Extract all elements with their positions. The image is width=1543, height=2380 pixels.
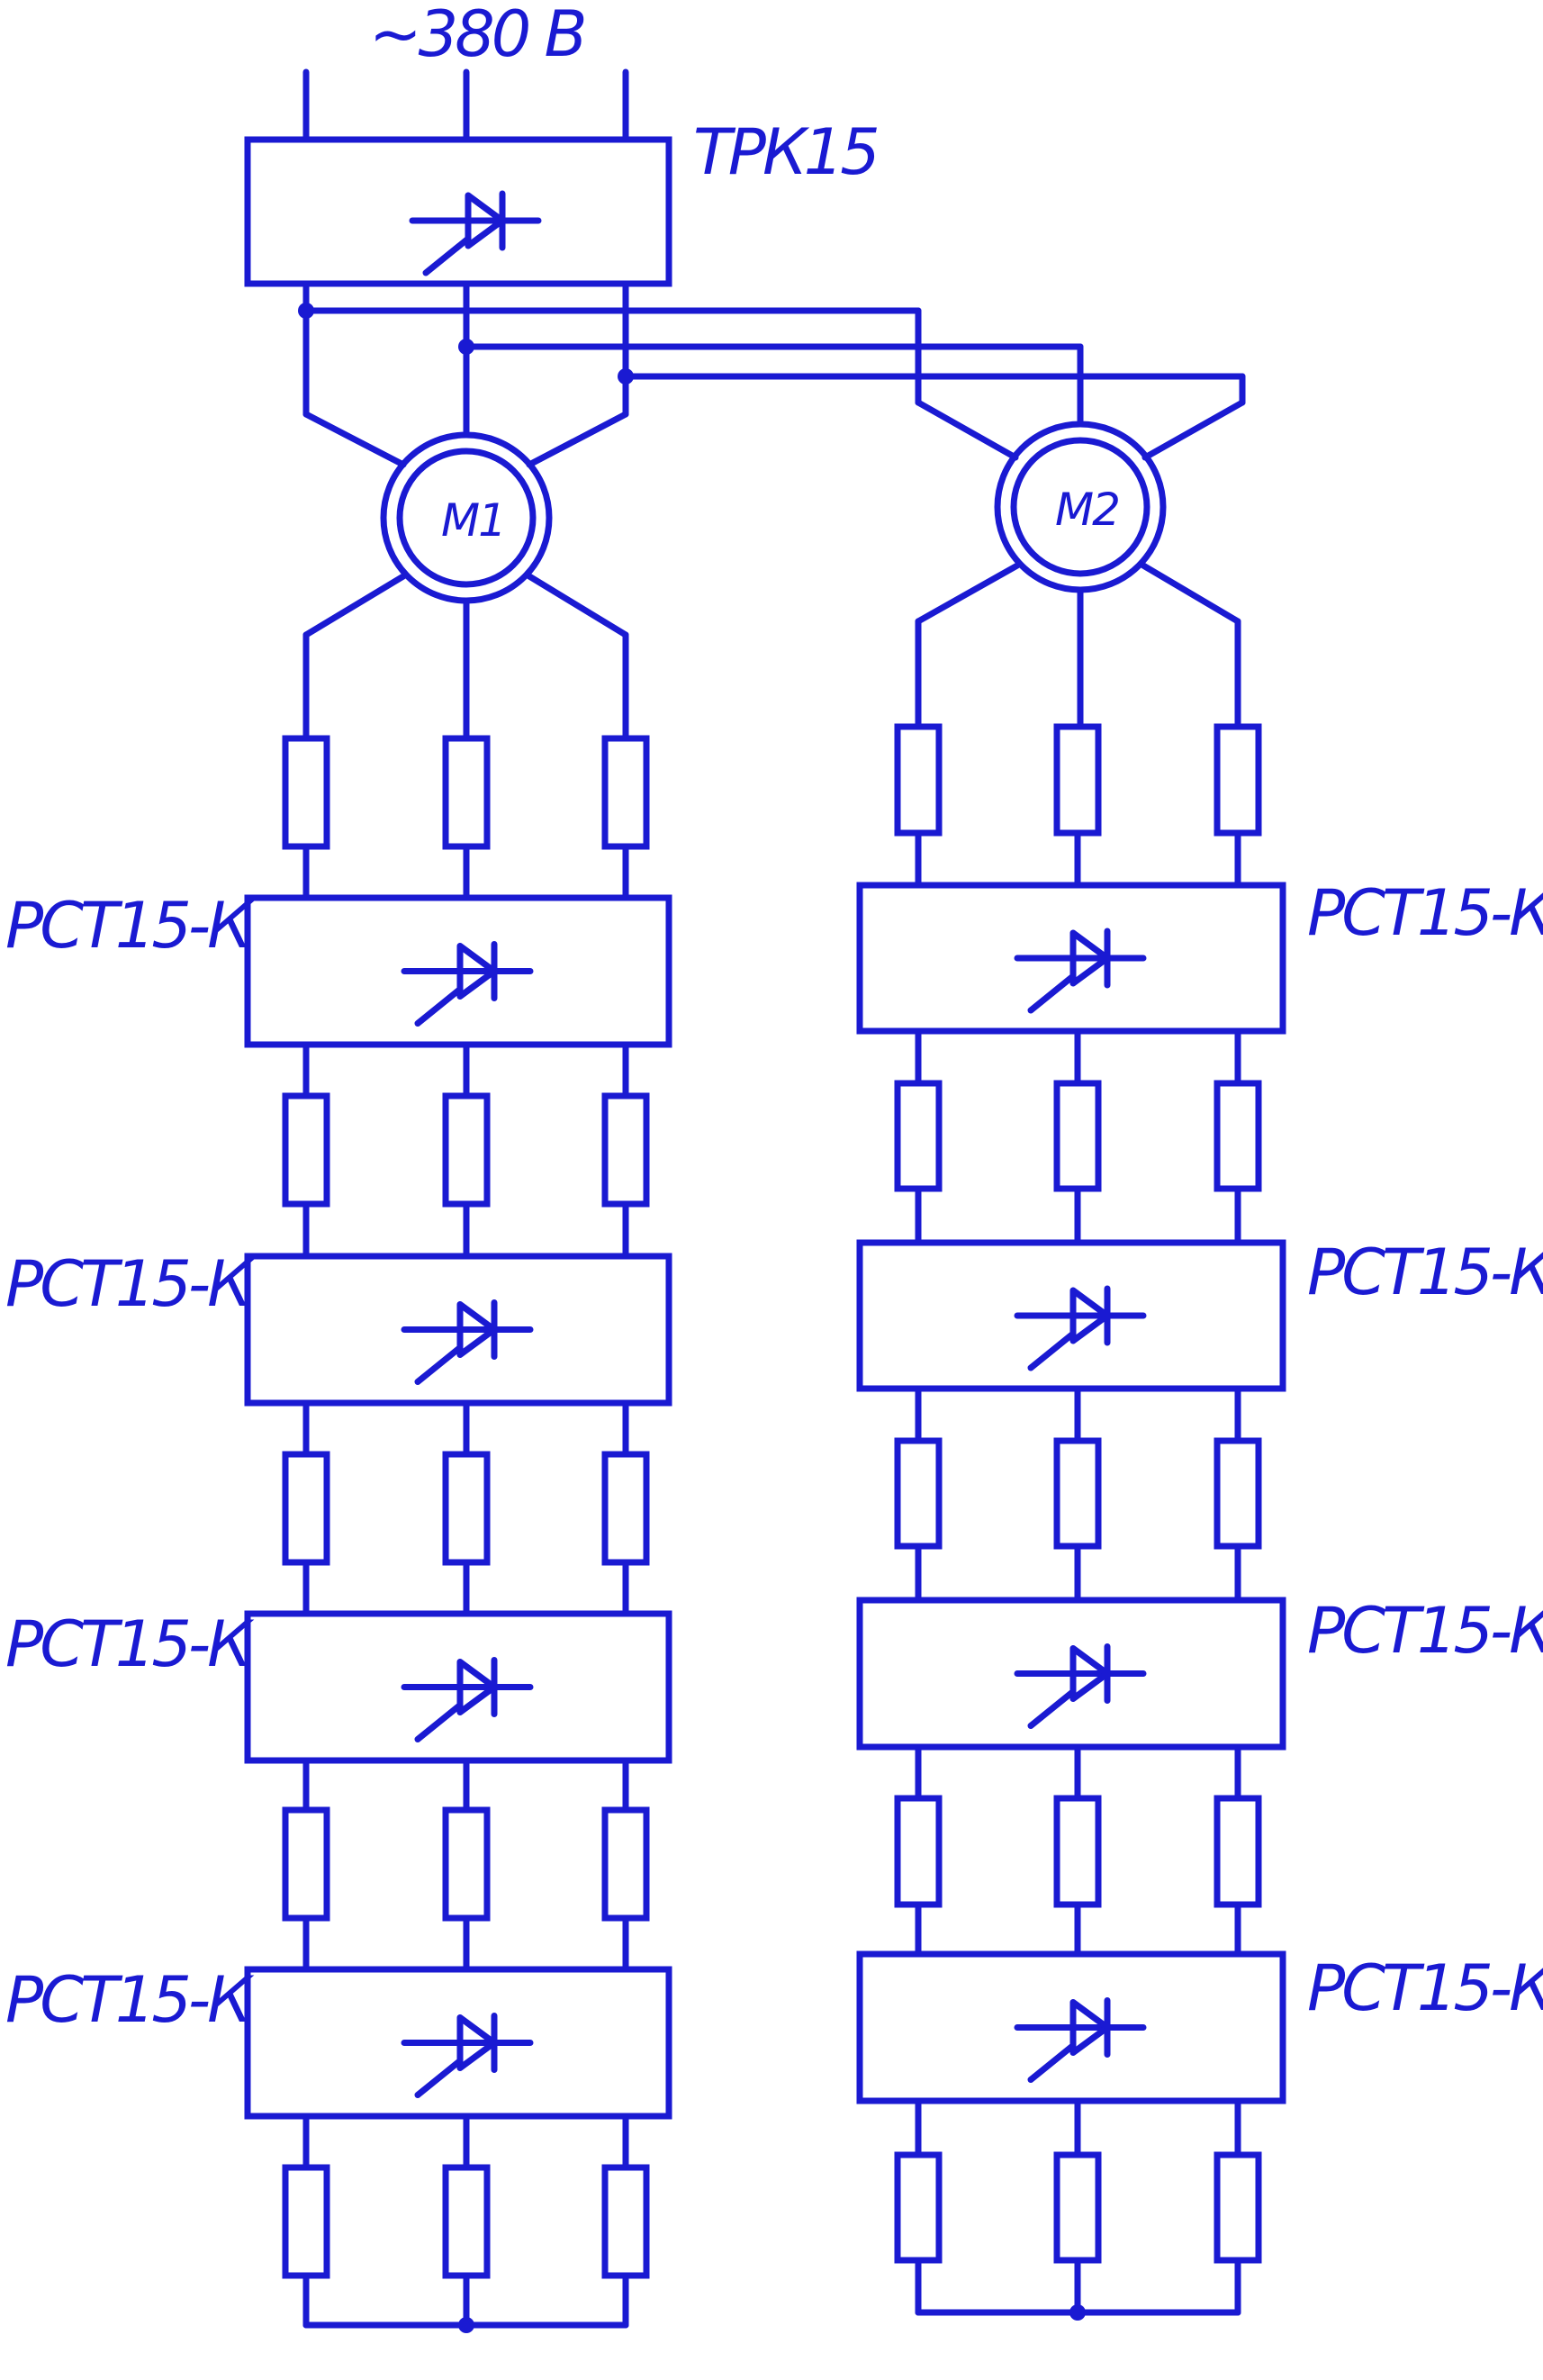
resistor-icon: [442, 1092, 491, 1208]
resistor-icon: [1053, 1437, 1102, 1550]
junction-dot-icon: [1069, 2304, 1086, 2321]
thyristor-icon: [409, 190, 542, 276]
left-controller-label-4: РСТ15-К: [5, 1963, 255, 2037]
controller-block: [244, 1253, 672, 1407]
thyristor-icon: [401, 1657, 534, 1742]
resistor-icon: [601, 2164, 650, 2279]
resistor-icon: [282, 1806, 330, 1922]
thyristor-icon: [401, 941, 534, 1027]
junction-dot-icon: [458, 339, 474, 355]
supply-label: ~380 В: [369, 0, 584, 71]
resistor-icon: [1053, 723, 1102, 837]
motor-m1: M1: [380, 431, 553, 604]
left-controller-label-3: РСТ15-К: [5, 1607, 255, 1681]
thyristor-icon: [401, 1299, 534, 1385]
resistor-icon: [442, 1451, 491, 1566]
supply-lines: [302, 68, 629, 143]
controller-block: [244, 1610, 672, 1764]
resistor-icon: [601, 1451, 650, 1566]
motor-m1-label: M1: [441, 494, 505, 547]
controller-block: [244, 894, 672, 1048]
controller-block: [244, 1966, 672, 2120]
resistor-icon: [894, 723, 943, 837]
thyristor-icon: [1014, 1643, 1147, 1729]
resistor-icon: [282, 2164, 330, 2279]
left-controller-label-1: РСТ15-К: [5, 889, 255, 963]
resistor-icon: [1214, 723, 1262, 837]
junction-dot-icon: [618, 368, 634, 385]
thyristor-icon: [401, 2013, 534, 2098]
thyristor-icon: [1014, 928, 1147, 1014]
resistor-icon: [894, 2151, 943, 2264]
resistor-icon: [1214, 2151, 1262, 2264]
thyristor-icon: [1014, 1285, 1147, 1371]
controller-block: [856, 882, 1286, 1035]
motor-m2: M2: [994, 421, 1167, 593]
resistor-icon: [1214, 1795, 1262, 1908]
main-controller-block: [244, 136, 672, 287]
resistor-icon: [282, 1092, 330, 1208]
controller-block: [856, 1950, 1286, 2104]
right-controller-label-4: РСТ15-К: [1307, 1951, 1543, 2025]
resistor-icon: [1053, 1795, 1102, 1908]
right-controller-label-1: РСТ15-К: [1307, 876, 1543, 950]
resistor-icon: [1053, 2151, 1102, 2264]
junction-dot-icon: [298, 303, 314, 319]
resistor-icon: [894, 1795, 943, 1908]
resistor-icon: [282, 735, 330, 850]
thyristor-icon: [409, 190, 542, 276]
left-controller-label-2: РСТ15-К: [5, 1247, 255, 1321]
controller-block: [856, 1239, 1286, 1392]
wiring: [244, 280, 1286, 2329]
controller-block: [856, 1597, 1286, 1751]
resistor-icon: [1214, 1437, 1262, 1550]
junction-dot-icon: [458, 2317, 474, 2333]
resistor-icon: [282, 1451, 330, 1566]
resistor-icon: [601, 735, 650, 850]
resistor-icon: [1214, 1080, 1262, 1192]
main-controller-label: ТРК15: [693, 115, 877, 189]
resistor-icon: [894, 1437, 943, 1550]
resistor-icon: [601, 1806, 650, 1922]
thyristor-icon: [1014, 1997, 1147, 2083]
resistor-icon: [442, 735, 491, 850]
resistor-icon: [442, 2164, 491, 2279]
motor-m2-label: M2: [1055, 484, 1119, 536]
resistor-icon: [1053, 1080, 1102, 1192]
resistor-icon: [442, 1806, 491, 1922]
resistor-icon: [601, 1092, 650, 1208]
right-controller-label-2: РСТ15-К: [1307, 1235, 1543, 1309]
right-controller-label-3: РСТ15-К: [1307, 1594, 1543, 1668]
resistor-icon: [894, 1080, 943, 1192]
junction-dots: [298, 303, 1086, 2333]
